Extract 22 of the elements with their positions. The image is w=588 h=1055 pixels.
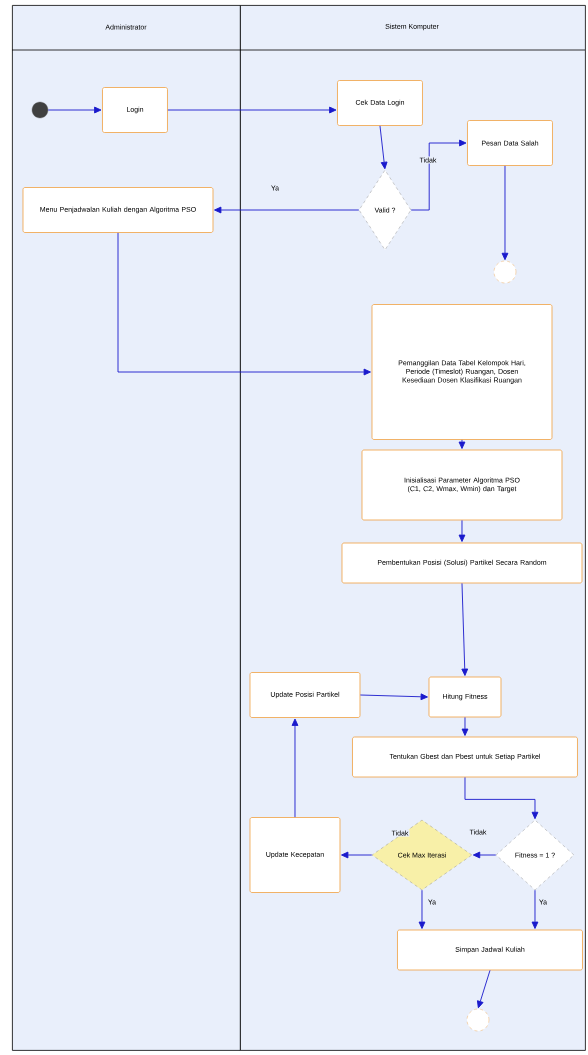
arrow (291, 718, 299, 818)
arrow (461, 582, 469, 676)
arrow (458, 519, 466, 542)
arrow (410, 139, 467, 211)
arrow (472, 851, 497, 859)
end-node (466, 1008, 490, 1032)
arrow (501, 165, 509, 261)
arrow (464, 776, 539, 820)
arrow (477, 969, 491, 1009)
arrow (379, 125, 388, 170)
arrow (359, 693, 428, 701)
end-node (493, 260, 517, 284)
start-node (31, 101, 49, 119)
arrow (531, 889, 539, 929)
arrow (167, 106, 337, 114)
arrow (458, 439, 466, 449)
arrow (117, 232, 371, 376)
arrow (214, 206, 360, 214)
arrow (47, 106, 102, 114)
arrow (341, 851, 373, 859)
arrow (461, 716, 469, 736)
arrow (418, 889, 426, 929)
